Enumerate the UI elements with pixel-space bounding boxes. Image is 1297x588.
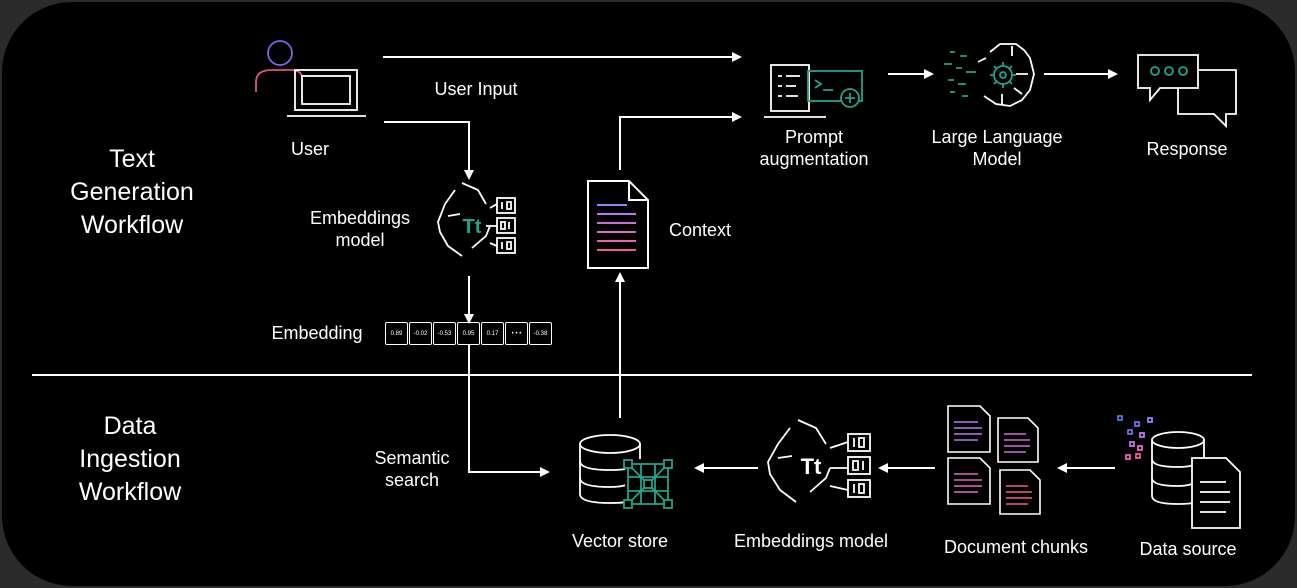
user-laptop-icon [255, 40, 366, 117]
arrow-user-to-embeddings [384, 121, 474, 180]
section-title-data-ingestion: Data Ingestion Workflow [78, 412, 182, 506]
label-embeddings-model-top: Embeddings model [309, 208, 411, 250]
prompt-augmentation-icon [764, 64, 863, 118]
label-semantic-search: Semantic search [374, 448, 450, 490]
document-icon [587, 180, 649, 269]
label-vector-store: Vector store [571, 531, 669, 551]
embedding-value-cell: 0.95 [457, 322, 480, 345]
label-user: User [290, 139, 329, 159]
document-chunks-icon [947, 405, 1041, 515]
chat-bubbles-icon [1137, 54, 1237, 129]
label-document-chunks: Document chunks [943, 537, 1089, 557]
label-context: Context [668, 220, 732, 240]
label-llm: Large Language Model [931, 127, 1063, 169]
embedding-value-cell: 0.89 [385, 322, 408, 345]
embeddings-model-icon [437, 182, 516, 257]
embedding-value-cell: -0.02 [409, 322, 432, 345]
brain-gear-icon [944, 43, 1035, 107]
arrow-context-to-prompt [619, 112, 742, 170]
vector-store-icon [579, 434, 675, 509]
embedding-value-cell: -0.38 [529, 322, 552, 345]
embedding-value-cell: -0.53 [433, 322, 456, 345]
flow-arrows [383, 52, 1118, 477]
label-prompt-augmentation: Prompt augmentation [759, 127, 869, 169]
section-title-text-generation: Text Generation Workflow [70, 145, 194, 239]
embeddings-glyph-top: Tt [462, 216, 482, 238]
label-embedding: Embedding [271, 323, 363, 343]
label-data-source: Data source [1139, 539, 1237, 559]
embeddings-glyph-bottom: Tt [800, 454, 822, 479]
label-user-input: User Input [434, 79, 518, 99]
arrow-embedding-to-vector-store [468, 345, 550, 477]
embedding-value-cell: • • • [505, 322, 528, 345]
label-response: Response [1146, 139, 1228, 159]
label-embeddings-model-bottom: Embeddings model [733, 531, 889, 551]
embedding-value-cell: 0.17 [481, 322, 504, 345]
embeddings-model-icon [767, 419, 871, 503]
data-source-icon [1117, 415, 1241, 529]
